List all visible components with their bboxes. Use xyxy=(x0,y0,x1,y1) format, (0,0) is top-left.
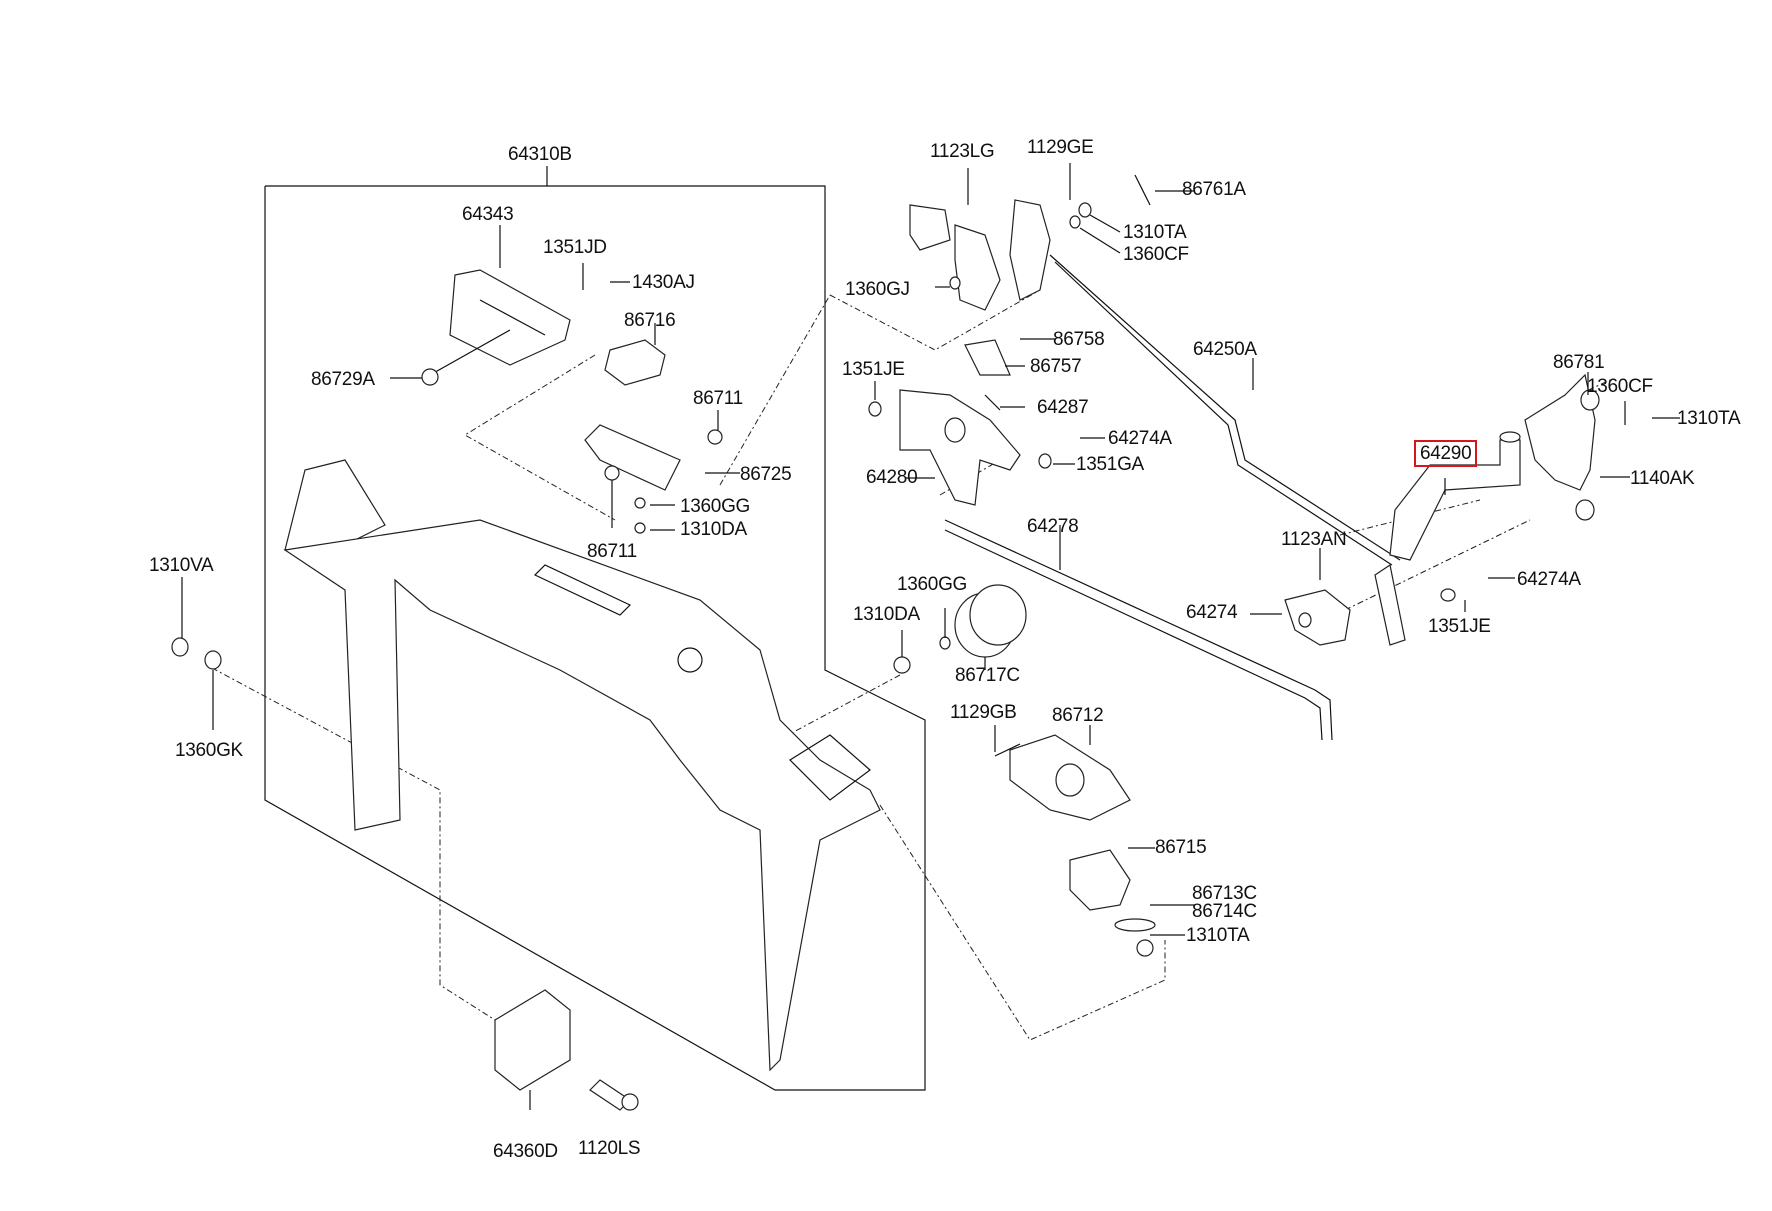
leader-lines xyxy=(182,163,1680,1110)
lever-64290 xyxy=(1375,432,1520,645)
part-label-86713C[interactable]: 86713C xyxy=(1192,883,1257,904)
frame-group-outline xyxy=(265,166,925,1090)
part-label-1129GB[interactable]: 1129GB xyxy=(950,702,1017,723)
part-label-1310TA-right[interactable]: 1310TA xyxy=(1677,408,1741,429)
hinge-assembly-86716 xyxy=(585,340,722,533)
release-rod-64250A xyxy=(1050,255,1400,565)
part-label-1360GG-center[interactable]: 1360GG xyxy=(897,574,968,595)
part-label-1360GK[interactable]: 1360GK xyxy=(175,740,243,761)
part-label-1120LS[interactable]: 1120LS xyxy=(578,1138,641,1159)
radiator-support-frame xyxy=(285,460,880,1070)
part-label-86761A[interactable]: 86761A xyxy=(1182,179,1246,200)
part-label-1310TA-bottom[interactable]: 1310TA xyxy=(1186,925,1250,946)
part-label-64274A-right[interactable]: 64274A xyxy=(1517,569,1581,590)
part-label-1351JE-left[interactable]: 1351JE xyxy=(842,359,905,380)
part-label-64280[interactable]: 64280 xyxy=(866,467,918,488)
hood-latch-assembly xyxy=(910,175,1150,310)
part-label-64360D[interactable]: 64360D xyxy=(493,1141,558,1162)
nuts-left xyxy=(172,638,221,669)
mount-86712 xyxy=(995,735,1155,956)
part-label-1310TA-top[interactable]: 1310TA xyxy=(1123,222,1187,243)
rod-64278 xyxy=(945,520,1332,740)
bracket-64274 xyxy=(1285,590,1350,645)
part-label-86711-lower[interactable]: 86711 xyxy=(587,541,637,562)
part-label-64290-highlighted[interactable]: 64290 xyxy=(1414,440,1478,467)
part-label-64274[interactable]: 64274 xyxy=(1186,602,1238,623)
part-label-86781[interactable]: 86781 xyxy=(1553,352,1605,373)
part-label-86729A[interactable]: 86729A xyxy=(311,369,375,390)
part-label-1310DA-center[interactable]: 1310DA xyxy=(853,604,920,625)
part-label-64287[interactable]: 64287 xyxy=(1037,397,1089,418)
part-label-86714C[interactable]: 86714C xyxy=(1192,901,1257,922)
part-label-86712[interactable]: 86712 xyxy=(1052,705,1104,726)
lower-bracket-64360D xyxy=(495,990,638,1110)
part-label-64250A[interactable]: 64250A xyxy=(1193,339,1257,360)
part-label-64343[interactable]: 64343 xyxy=(462,204,514,225)
part-label-1360GG-left[interactable]: 1360GG xyxy=(680,496,751,517)
part-label-86758[interactable]: 86758 xyxy=(1053,329,1105,350)
lever-bracket-64280 xyxy=(869,340,1051,505)
bracket-64343 xyxy=(422,270,570,385)
part-label-1360CF-top[interactable]: 1360CF xyxy=(1123,244,1189,265)
part-label-64274A-center[interactable]: 64274A xyxy=(1108,428,1172,449)
part-label-1351GA[interactable]: 1351GA xyxy=(1076,454,1144,475)
buffer-86717C xyxy=(894,585,1026,673)
part-label-1360GJ[interactable]: 1360GJ xyxy=(845,279,910,300)
part-label-64310B[interactable]: 64310B xyxy=(508,144,572,165)
part-label-1123LG[interactable]: 1123LG xyxy=(930,141,995,162)
part-label-1430AJ[interactable]: 1430AJ xyxy=(632,272,695,293)
part-label-1351JD[interactable]: 1351JD xyxy=(543,237,607,258)
part-label-1140AK[interactable]: 1140AK xyxy=(1630,468,1695,489)
part-label-86715[interactable]: 86715 xyxy=(1155,837,1207,858)
part-label-86716[interactable]: 86716 xyxy=(624,310,676,331)
assembly-lines xyxy=(212,290,1610,1040)
part-label-86717C[interactable]: 86717C xyxy=(955,665,1020,686)
bracket-86781 xyxy=(1525,375,1599,520)
part-label-86711-upper[interactable]: 86711 xyxy=(693,388,743,409)
part-label-1123AN[interactable]: 1123AN xyxy=(1281,529,1347,550)
part-label-1351JE-right[interactable]: 1351JE xyxy=(1428,616,1491,637)
part-label-1310DA-left[interactable]: 1310DA xyxy=(680,519,747,540)
part-label-1360CF-right[interactable]: 1360CF xyxy=(1587,376,1653,397)
part-label-86725[interactable]: 86725 xyxy=(740,464,792,485)
part-label-64278[interactable]: 64278 xyxy=(1027,516,1079,537)
part-label-1129GE[interactable]: 1129GE xyxy=(1027,137,1094,158)
part-label-86757[interactable]: 86757 xyxy=(1030,356,1082,377)
part-label-1310VA[interactable]: 1310VA xyxy=(149,555,214,576)
